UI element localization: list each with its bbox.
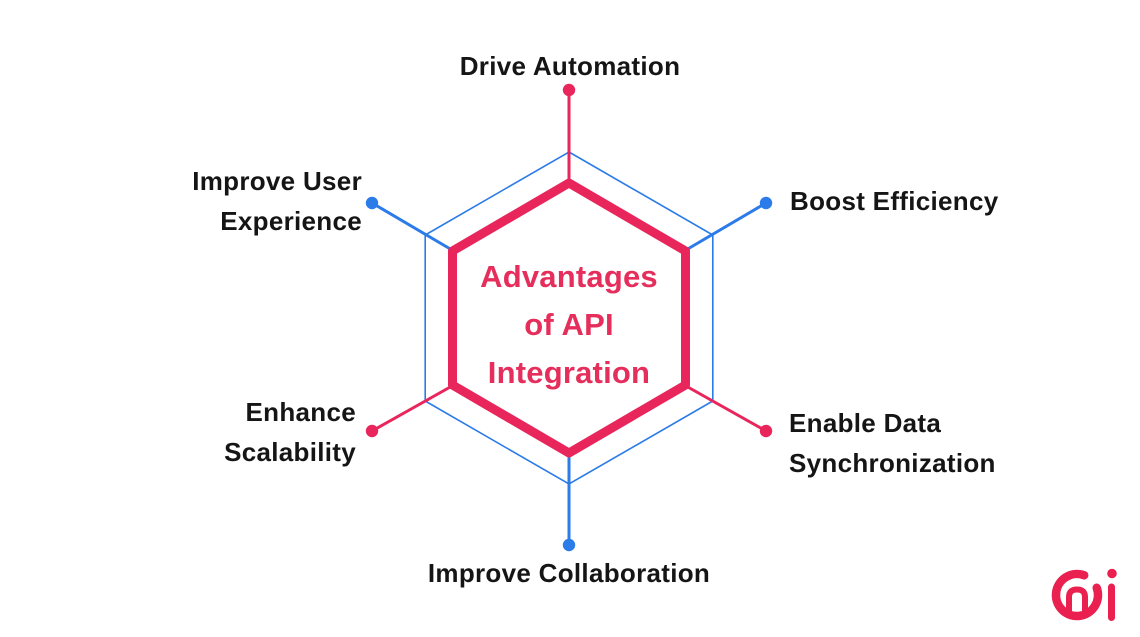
- connector-line-improve-user-experience: [371, 201, 453, 252]
- connector-dot-improve-user-experience: [365, 196, 379, 210]
- connector-dot-enable-data-synchronization: [759, 424, 773, 438]
- connector-dot-enhance-scalability: [365, 424, 379, 438]
- connector-dot-boost-efficiency: [759, 196, 773, 210]
- logo-ring: [1051, 569, 1103, 621]
- node-label-improve-user-experience: Improve User Experience: [192, 166, 362, 236]
- center-hexagon: [448, 178, 690, 458]
- node-label-boost-efficiency: Boost Efficiency: [790, 186, 999, 216]
- connector-line-enable-data-synchronization: [685, 384, 767, 433]
- node-label-enhance-scalability: Enhance Scalability: [224, 397, 356, 467]
- connector-line-enhance-scalability: [371, 384, 453, 433]
- brand-mark-icon: [1051, 568, 1117, 621]
- logo-i-dot: [1107, 568, 1117, 579]
- connector-dot-drive-automation: [562, 83, 576, 97]
- center-title: Advantages of API Integration: [480, 259, 658, 390]
- node-label-enable-data-synchronization: Enable Data Synchronization: [789, 408, 996, 478]
- connector-line-boost-efficiency: [685, 201, 767, 252]
- logo-n-glyph: [1066, 586, 1088, 611]
- node-label-improve-collaboration: Improve Collaboration: [427, 558, 711, 588]
- node-label-drive-automation: Drive Automation: [459, 51, 681, 81]
- connector-dot-improve-collaboration: [562, 538, 576, 552]
